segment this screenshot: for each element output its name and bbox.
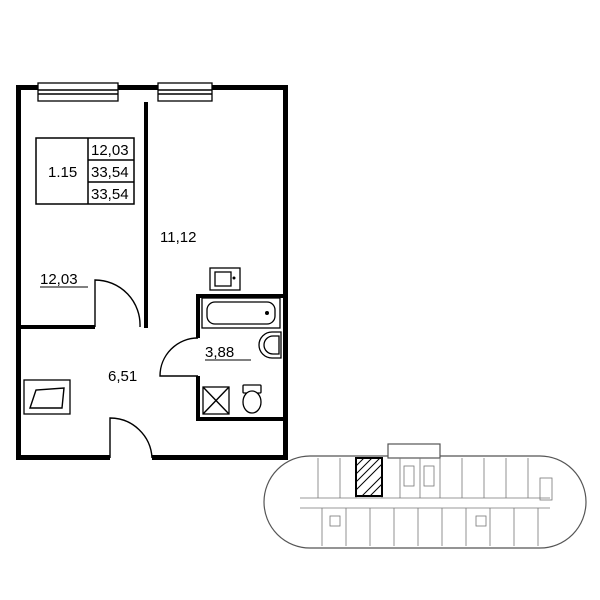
- top-wall-segment-left: [16, 85, 38, 90]
- window-right: [157, 82, 213, 102]
- wall-bathroom-left-lower: [196, 376, 200, 421]
- bathroom-door-swing: [159, 337, 199, 377]
- apartment-number: 1.15: [48, 164, 77, 181]
- total-area-value: 33,54: [91, 164, 129, 181]
- top-wall-segment-right: [212, 85, 288, 90]
- living-area-value: 12,03: [91, 142, 129, 159]
- area-summary-table: 1.15 12,03 33,54 33,54: [35, 137, 135, 205]
- kitchen-area-label: 11,12: [160, 229, 196, 246]
- entrance-door-swing: [109, 417, 153, 459]
- wall-bathroom-top: [196, 294, 283, 298]
- bottom-wall-right: [152, 455, 288, 460]
- key-plan: [263, 443, 587, 549]
- window-left: [37, 82, 119, 102]
- doors: [94, 279, 199, 459]
- interior-walls: [21, 102, 283, 421]
- bedroom-area-label: 12,03: [40, 271, 78, 288]
- wall-bedroom-bottom: [21, 325, 95, 329]
- wall-bedroom-kitchen: [144, 102, 148, 328]
- bedroom-door-swing: [94, 279, 141, 328]
- key-plan-outline: [263, 455, 587, 549]
- wall-bathroom-bottom: [196, 417, 283, 421]
- bathroom-area-label: 3,88: [205, 344, 234, 361]
- hallway-area-label: 6,51: [108, 368, 137, 385]
- fixtures: [23, 267, 282, 415]
- windows: [37, 82, 213, 102]
- outer-walls: [16, 85, 288, 460]
- wall-bathroom-left-upper: [196, 294, 200, 338]
- bottom-wall-left: [16, 455, 110, 460]
- area-with-balcony-value: 33,54: [91, 186, 129, 203]
- left-wall: [16, 85, 21, 460]
- top-wall-segment-mid: [118, 85, 158, 90]
- right-wall: [283, 85, 288, 460]
